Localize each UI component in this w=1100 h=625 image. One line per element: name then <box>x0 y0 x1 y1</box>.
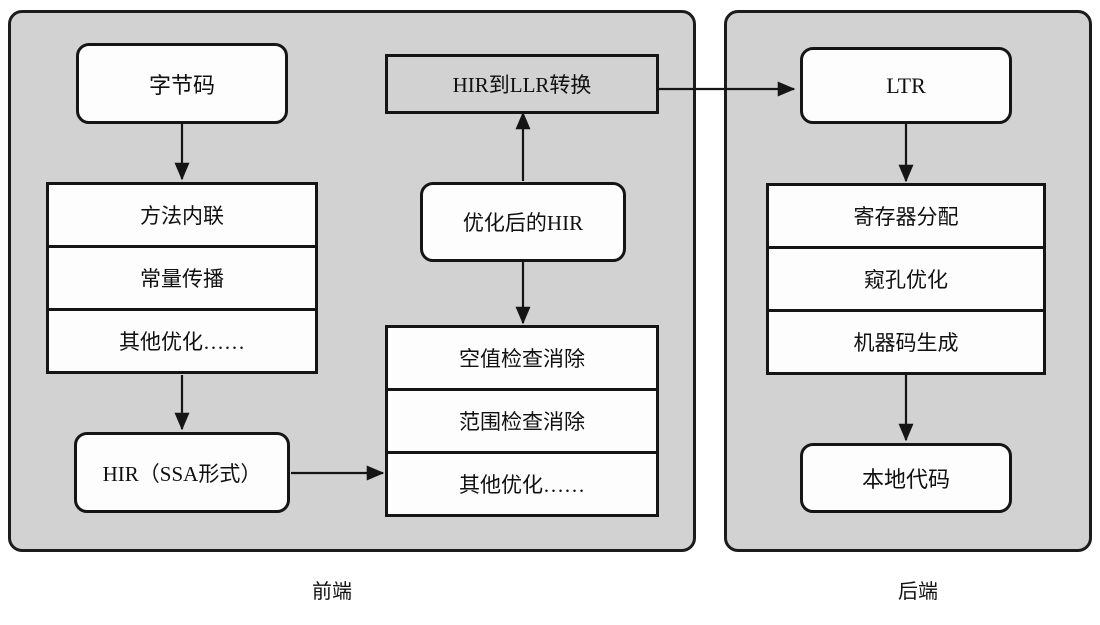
node-native-code[interactable]: 本地代码 <box>800 443 1012 513</box>
stack-row-label: 机器码生成 <box>853 331 959 355</box>
frontend-optimization-stack: 方法内联 常量传播 其他优化…… <box>46 182 318 374</box>
frontend-caption: 前端 <box>252 575 412 604</box>
stack-row-null-check-elimination[interactable]: 空值检查消除 <box>388 328 656 391</box>
stack-row-peephole-optimization[interactable]: 窥孔优化 <box>769 249 1043 312</box>
node-hir-to-llr-conversion-label: HIR到LLR转换 <box>452 73 592 97</box>
stack-row-register-allocation[interactable]: 寄存器分配 <box>769 186 1043 249</box>
stack-row-label: 范围检查消除 <box>459 410 585 434</box>
node-bytecode[interactable]: 字节码 <box>76 43 288 124</box>
backend-optimization-stack: 寄存器分配 窥孔优化 机器码生成 <box>766 183 1046 375</box>
stack-row-range-check-elimination[interactable]: 范围检查消除 <box>388 391 656 454</box>
node-bytecode-label: 字节码 <box>148 72 215 98</box>
stack-row-label: 常量传播 <box>140 267 224 291</box>
node-optimized-hir[interactable]: 优化后的HIR <box>420 182 626 262</box>
stack-row-other-optimizations[interactable]: 其他优化…… <box>388 454 656 514</box>
node-optimized-hir-label: 优化后的HIR <box>462 211 584 235</box>
stack-row-method-inlining[interactable]: 方法内联 <box>49 185 315 248</box>
stack-row-label: 寄存器分配 <box>853 205 959 229</box>
stack-row-other-optimizations[interactable]: 其他优化…… <box>49 311 315 371</box>
node-ltr[interactable]: LTR <box>800 47 1012 124</box>
backend-caption: 后端 <box>838 575 998 604</box>
stack-row-constant-propagation[interactable]: 常量传播 <box>49 248 315 311</box>
node-native-code-label: 本地代码 <box>861 467 950 492</box>
stack-row-label: 空值检查消除 <box>459 347 585 371</box>
node-hir-ssa-label: HIR（SSA形式） <box>102 461 262 486</box>
stack-row-label: 方法内联 <box>140 204 224 228</box>
stack-row-label: 其他优化…… <box>119 330 245 354</box>
stack-row-label: 窥孔优化 <box>864 268 948 292</box>
backend-caption-label: 后端 <box>898 581 938 603</box>
node-ltr-label: LTR <box>886 72 926 98</box>
node-hir-to-llr-conversion[interactable]: HIR到LLR转换 <box>385 54 659 114</box>
frontend-caption-label: 前端 <box>312 581 352 603</box>
hir-optimization-stack: 空值检查消除 范围检查消除 其他优化…… <box>385 325 659 517</box>
stack-row-machine-code-generation[interactable]: 机器码生成 <box>769 312 1043 372</box>
stack-row-label: 其他优化…… <box>459 473 585 497</box>
node-hir-ssa[interactable]: HIR（SSA形式） <box>74 432 290 513</box>
